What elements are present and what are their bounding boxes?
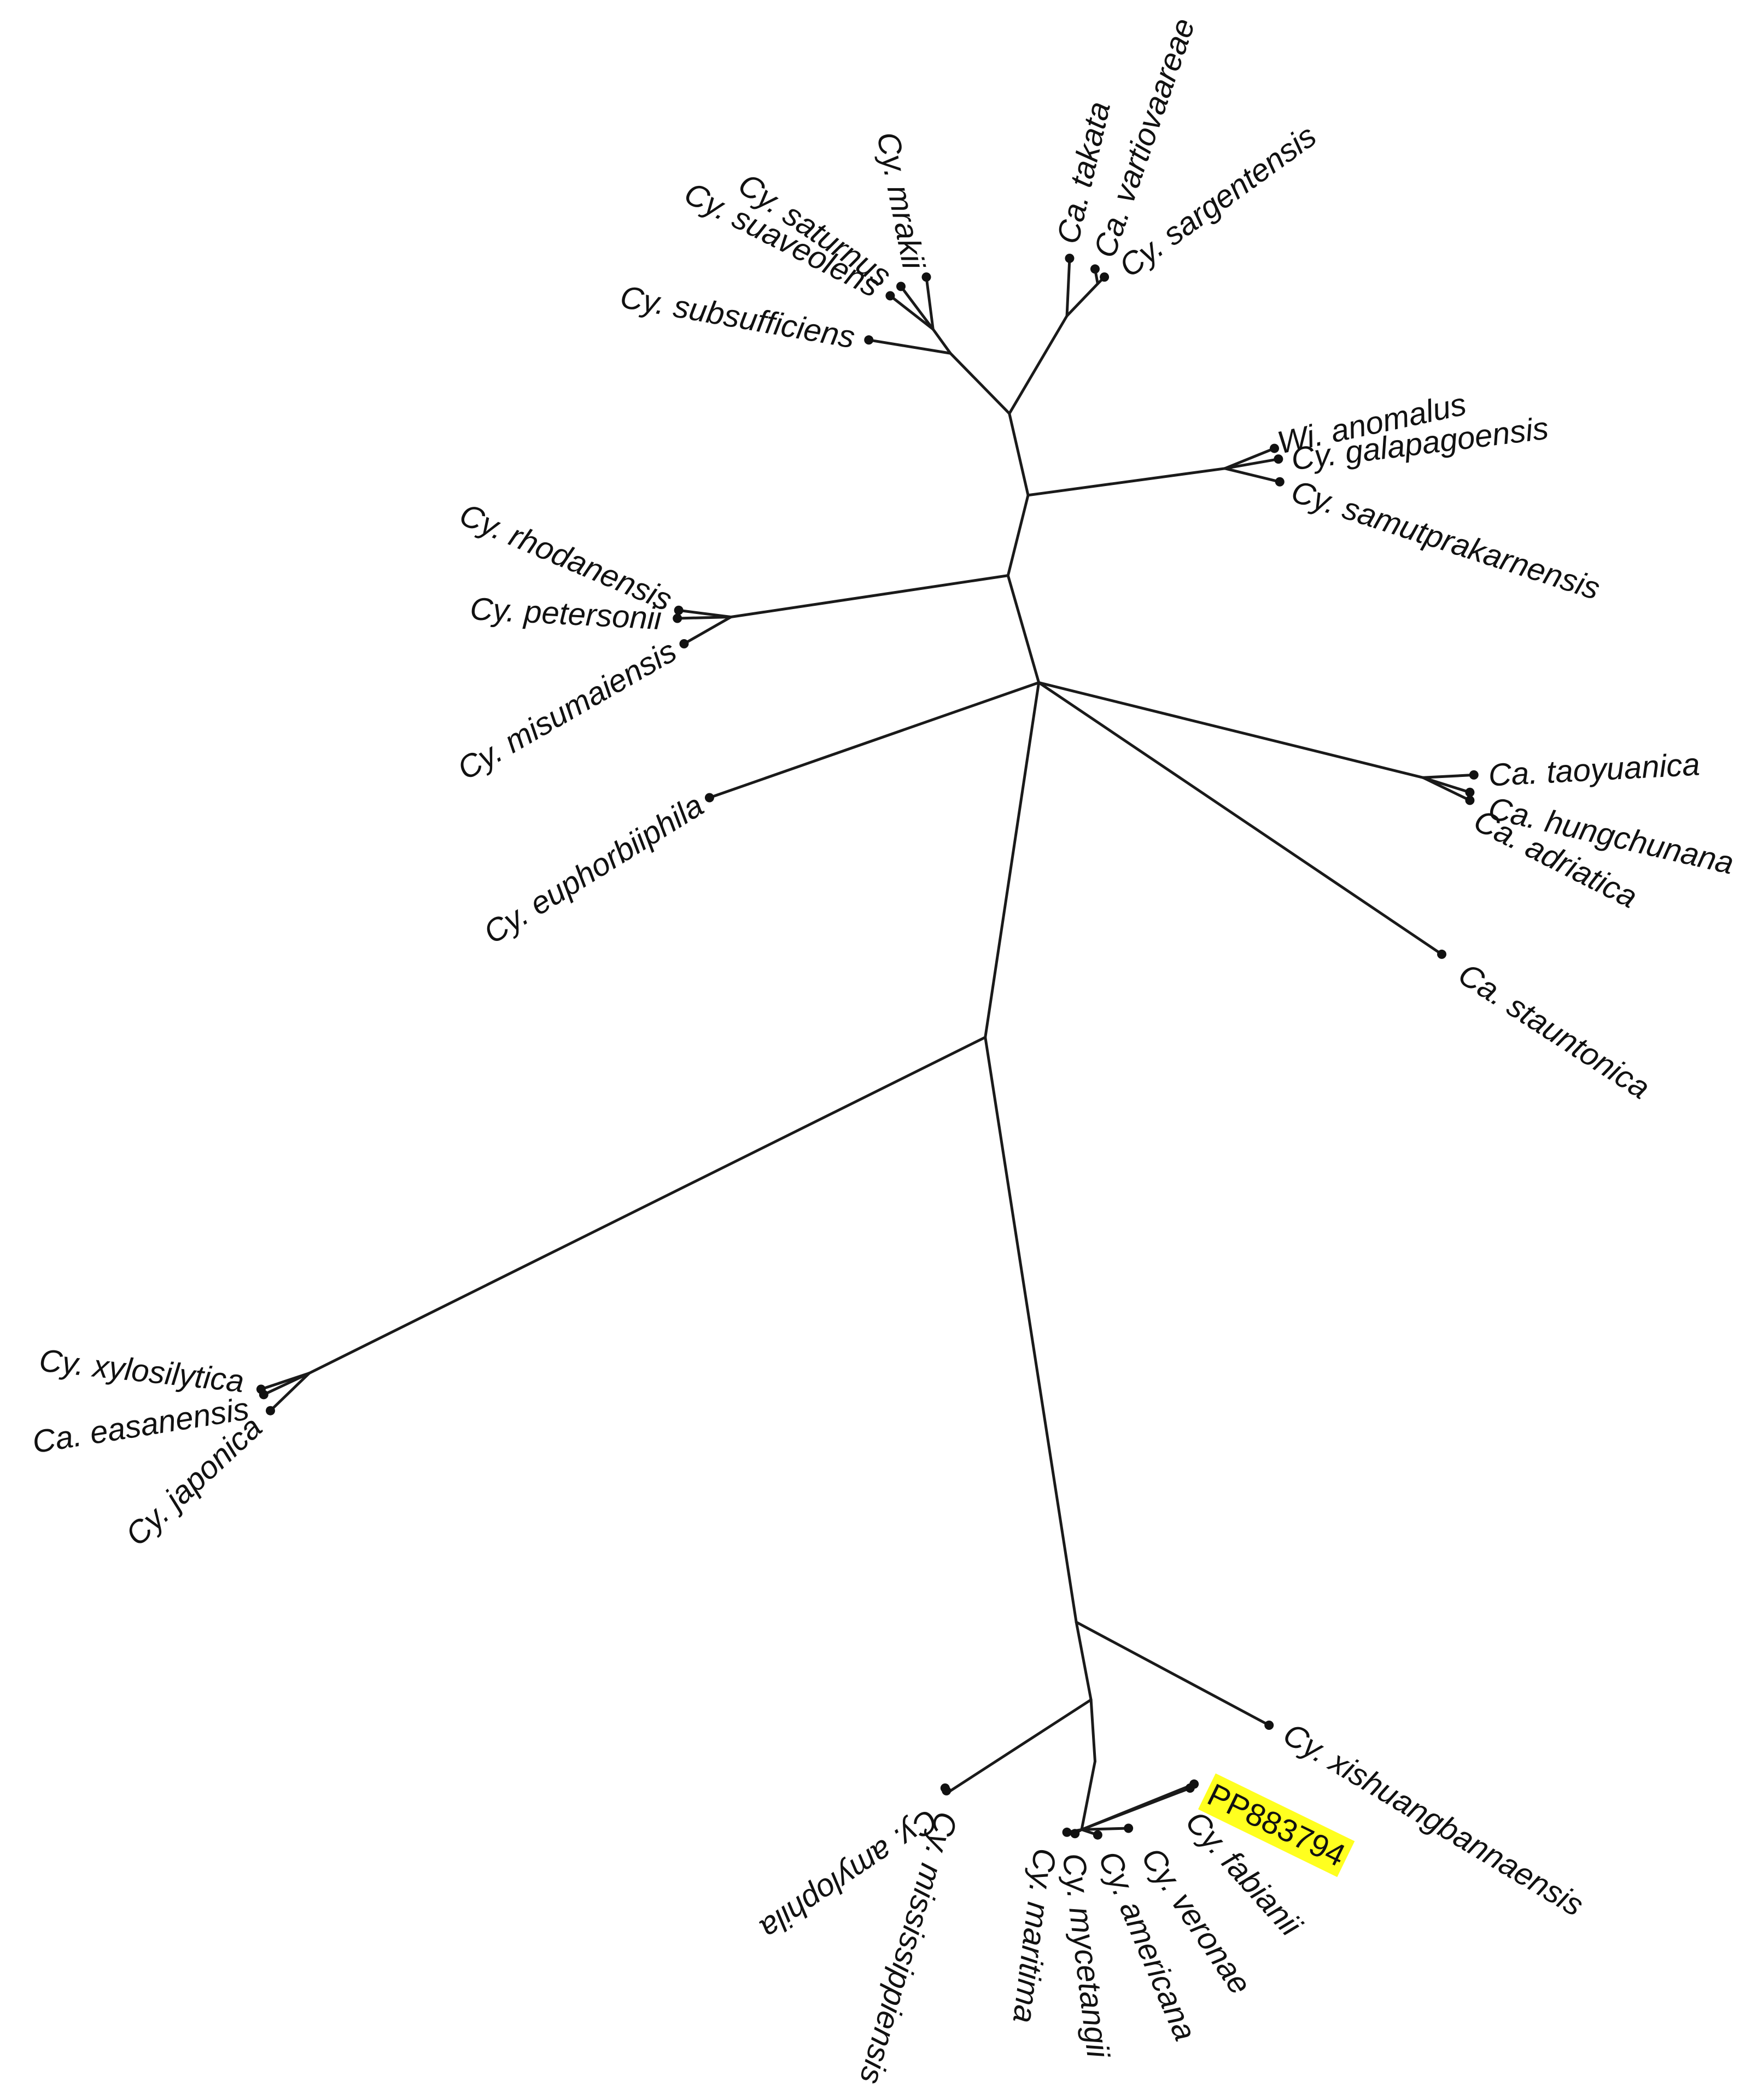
taxon-label-cy-misumaiensis: Cy. misumaiensis <box>452 633 682 787</box>
terminal-branch <box>1075 1621 1271 1727</box>
terminal-branch <box>676 616 733 620</box>
terminal-branch <box>682 616 733 645</box>
tip-node <box>1070 1829 1080 1839</box>
internal-branch <box>984 681 1041 1039</box>
taxon-label-cy-euphorbiiphila: Cy. euphorbiiphila <box>477 787 710 951</box>
terminal-branch <box>1421 776 1472 802</box>
internal-branch <box>1075 1621 1093 1701</box>
tip-node <box>704 793 714 803</box>
tip-node <box>1065 253 1075 263</box>
tree-tips <box>256 253 1479 1840</box>
taxon-label-cy-xishuangbannaensis: Cy. xishuangbannaensis <box>1277 1716 1589 1923</box>
internal-branch <box>307 1036 987 1375</box>
terminal-branch <box>1080 1827 1130 1831</box>
terminal-branch <box>1421 773 1475 779</box>
tip-node <box>1100 272 1110 282</box>
taxon-label-ca-taoyuanica: Ca. taoyuanica <box>1487 746 1701 793</box>
internal-branch <box>1080 1760 1096 1831</box>
tip-node <box>265 1406 275 1415</box>
tip-node <box>259 1390 268 1400</box>
internal-branch <box>931 327 952 355</box>
taxon-label-cy-samutprakarnensis: Cy. samutprakarnensis <box>1287 473 1604 607</box>
internal-branch <box>949 1698 1093 1792</box>
terminal-branch <box>925 276 935 331</box>
tip-node <box>673 613 682 623</box>
taxon-label-cy-subsufficiens: Cy. subsufficiens <box>617 279 857 355</box>
tip-node <box>1437 949 1446 959</box>
terminal-branch <box>867 338 952 355</box>
tip-node <box>674 605 684 615</box>
terminal-branch <box>1080 1782 1196 1831</box>
terminal-branch <box>1037 681 1443 956</box>
terminal-branch <box>1065 256 1071 318</box>
tip-node <box>1269 443 1279 453</box>
tip-node <box>1469 770 1479 780</box>
terminal-branch <box>889 294 935 331</box>
tip-node <box>1124 1823 1134 1833</box>
tip-node <box>1062 1827 1072 1837</box>
tip-node <box>1264 1720 1274 1730</box>
tip-node <box>896 282 906 291</box>
terminal-branch <box>1223 447 1276 470</box>
tip-node <box>885 291 895 301</box>
taxon-label-ca-stauntonica: Ca. stauntonica <box>1452 956 1656 1106</box>
internal-branch <box>1037 681 1425 779</box>
internal-branch <box>1026 467 1227 497</box>
tip-node <box>1090 264 1100 274</box>
tip-node <box>940 1783 950 1793</box>
internal-branch <box>1006 494 1030 577</box>
terminal-branch <box>262 1372 311 1396</box>
terminal-branch <box>1223 467 1281 483</box>
tip-node <box>864 335 874 345</box>
tip-node <box>1275 477 1285 487</box>
internal-branch <box>1008 412 1030 497</box>
tip-node <box>1093 1830 1102 1840</box>
terminal-branch <box>900 285 935 331</box>
internal-branch <box>729 574 1009 619</box>
tip-node <box>679 639 689 648</box>
internal-branch <box>1089 1698 1096 1763</box>
internal-branch <box>1008 314 1069 415</box>
taxon-label-cy-xylosilytica: Cy. xylosilytica <box>38 1342 246 1399</box>
tip-node <box>1274 454 1283 464</box>
internal-branch <box>1065 282 1099 318</box>
terminal-branch <box>1223 458 1280 470</box>
highlight-box <box>1198 1773 1355 1877</box>
internal-branch <box>1006 574 1041 684</box>
terminal-branch <box>268 1372 311 1412</box>
internal-branch <box>984 1036 1078 1624</box>
tip-node <box>1465 787 1475 797</box>
tip-node <box>921 272 931 282</box>
tip-node <box>1189 1779 1199 1789</box>
taxon-label-cy-maritima: Cy. maritima <box>1006 1846 1063 2025</box>
internal-branch <box>949 352 1011 415</box>
terminal-branch <box>708 681 1041 799</box>
taxon-label-cy-mrakii: Cy. mrakii <box>870 129 932 273</box>
tip-node <box>1465 795 1475 805</box>
